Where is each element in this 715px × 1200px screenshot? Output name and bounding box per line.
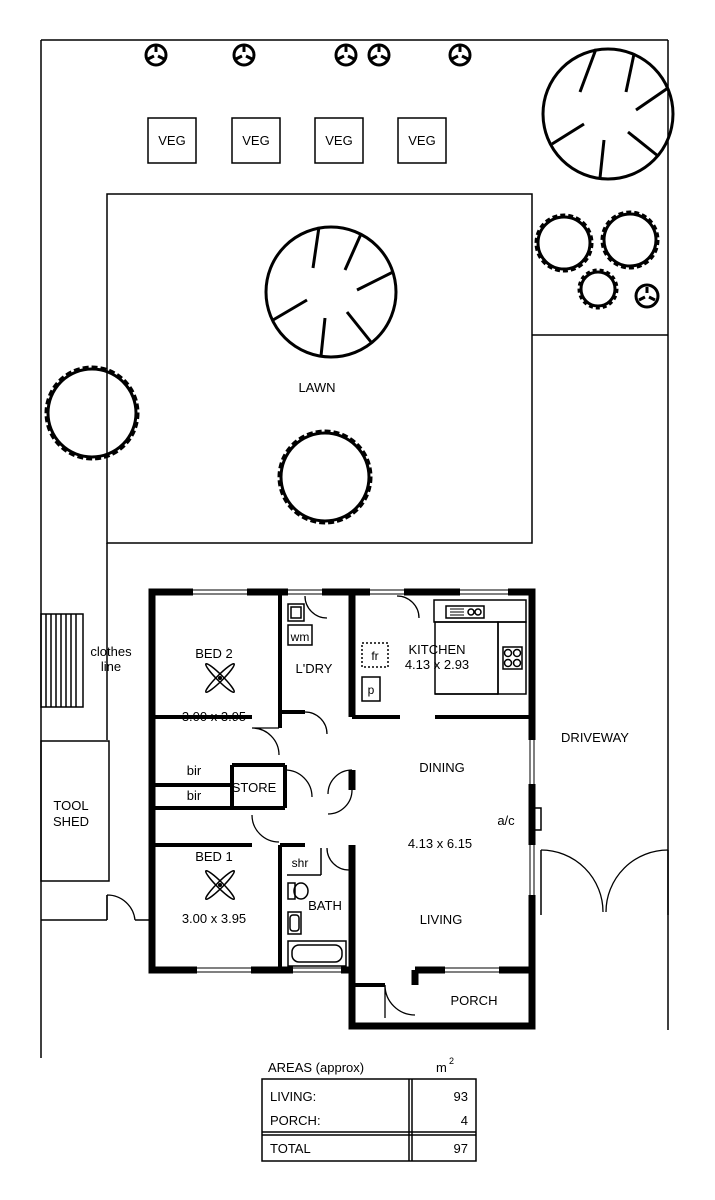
areas-total-label: TOTAL <box>270 1141 311 1156</box>
veg-label: VEG <box>408 133 435 148</box>
veg-label: VEG <box>242 133 269 148</box>
lawn-area <box>106 193 533 544</box>
areas-row-label: LIVING: <box>270 1089 316 1104</box>
fridge-label: fr <box>371 649 378 663</box>
areas-table: AREAS (approx) m 2 LIVING: 93 PORCH: 4 T… <box>261 1056 477 1162</box>
windows <box>193 588 536 974</box>
shower-label: shr <box>292 856 309 870</box>
driveway-label: DRIVEWAY <box>561 730 629 745</box>
kitchen-size: 4.13 x 2.93 <box>405 657 469 672</box>
veg-label: VEG <box>158 133 185 148</box>
wm-label: wm <box>290 630 310 644</box>
bed2-label: BED 2 <box>195 646 233 661</box>
tool-shed-label: SHED <box>53 814 89 829</box>
veg-label: VEG <box>325 133 352 148</box>
tool-shed: TOOL SHED <box>40 740 110 882</box>
shrub-icon <box>634 283 660 309</box>
tree-icon-large <box>541 47 675 181</box>
pantry-label: p <box>368 683 375 697</box>
ac-label: a/c <box>497 813 515 828</box>
shrub-icon <box>448 43 472 67</box>
shrub-icon <box>367 43 391 67</box>
fan-icon <box>204 869 236 901</box>
living-label: LIVING <box>420 912 463 927</box>
clothes-line-label: clothes <box>90 644 132 659</box>
store-label: STORE <box>232 780 277 795</box>
porch-label: PORCH <box>451 993 498 1008</box>
shrub-icons-row <box>144 43 472 67</box>
areas-row-value: 93 <box>454 1089 468 1104</box>
living-size: 4.13 x 6.15 <box>408 836 472 851</box>
house-walls <box>148 588 536 1030</box>
ac-unit <box>530 807 542 831</box>
bush-icon <box>277 429 373 525</box>
shrub-icon <box>144 43 168 67</box>
bed1-label: BED 1 <box>195 849 233 864</box>
fan-icon <box>204 662 236 694</box>
bush-icon <box>577 268 619 310</box>
clothes-line: clothes line <box>40 613 132 708</box>
shrub-icon <box>334 43 358 67</box>
areas-unit-sup: 2 <box>449 1056 454 1066</box>
shrub-bed <box>532 210 668 336</box>
areas-title: AREAS (approx) <box>268 1060 364 1075</box>
fixtures <box>287 599 527 967</box>
areas-row-label: PORCH: <box>270 1113 321 1128</box>
bed2-size: 3.00 x 3.95 <box>182 709 246 724</box>
bush-icon <box>600 210 660 270</box>
dining-label: DINING <box>419 760 465 775</box>
areas-unit: m <box>436 1060 447 1075</box>
driveway-gates <box>540 849 669 915</box>
bir-label: bir <box>187 763 202 778</box>
areas-total-value: 97 <box>454 1141 468 1156</box>
bath-label: BATH <box>308 898 342 913</box>
veg-beds: VEG VEG VEG VEG <box>147 117 447 164</box>
bush-icon <box>44 365 140 461</box>
tree-icon <box>264 225 398 359</box>
lawn-label: LAWN <box>298 380 335 395</box>
bir-label: bir <box>187 788 202 803</box>
kitchen-label: KITCHEN <box>408 642 465 657</box>
bush-icon <box>534 213 594 273</box>
bed1-size: 3.00 x 3.95 <box>182 911 246 926</box>
laundry-label: L'DRY <box>296 661 333 676</box>
tool-shed-label: TOOL <box>53 798 88 813</box>
shrub-icon <box>232 43 256 67</box>
doors <box>251 595 420 1018</box>
site-boundary <box>40 39 669 1058</box>
clothes-line-label: line <box>101 659 121 674</box>
side-gate <box>106 894 136 921</box>
areas-row-value: 4 <box>461 1113 468 1128</box>
